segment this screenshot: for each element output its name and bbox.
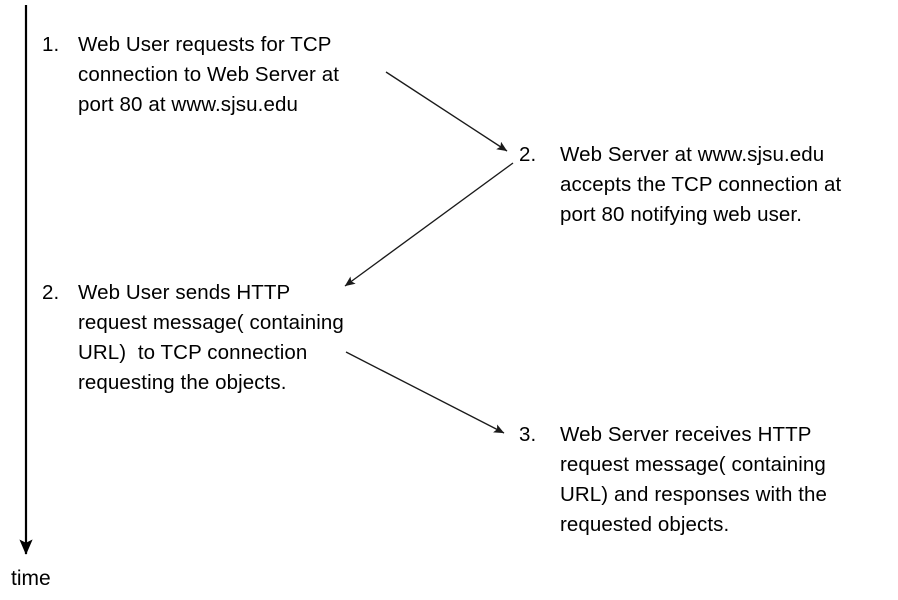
- step-item-1-left: 1. Web User requests for TCP connection …: [42, 30, 339, 120]
- step-item-2-left: 2. Web User sends HTTP request message( …: [42, 278, 344, 398]
- step-item-3-right: 3. Web Server receives HTTP request mess…: [519, 420, 827, 540]
- arrow-http-request: [345, 351, 505, 434]
- step-number: 1.: [42, 33, 60, 56]
- step-text: Web User sends HTTP request message( con…: [78, 281, 344, 394]
- step-item-2-right: 2. Web Server at www.sjsu.edu accepts th…: [519, 140, 841, 230]
- step-number: 3.: [519, 423, 537, 446]
- step-text: Web User requests for TCP connection to …: [78, 33, 339, 116]
- step-text: Web Server receives HTTP request message…: [560, 423, 828, 536]
- step-text: Web Server at www.sjsu.edu accepts the T…: [560, 143, 842, 226]
- arrow-accept-tcp: [344, 162, 514, 287]
- step-number: 2.: [519, 143, 537, 166]
- step-number: 2.: [42, 281, 60, 304]
- time-axis-label: time: [11, 567, 51, 590]
- arrow-request-tcp: [385, 71, 508, 152]
